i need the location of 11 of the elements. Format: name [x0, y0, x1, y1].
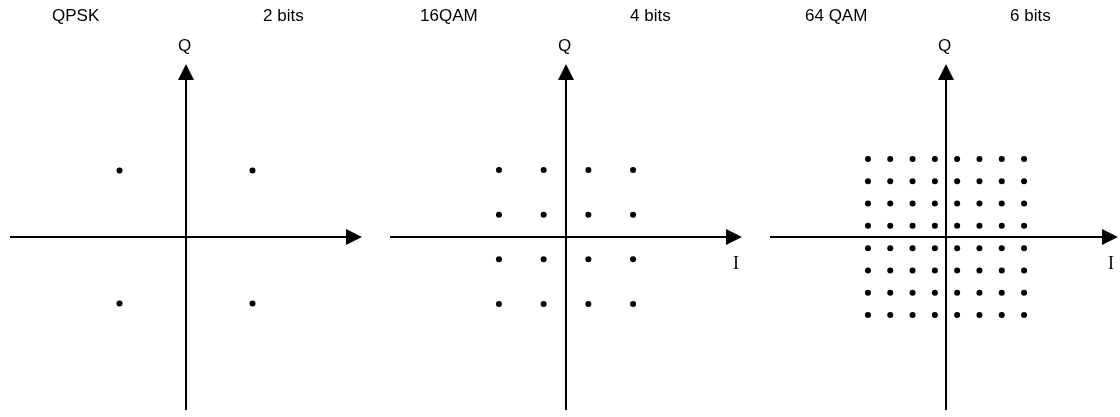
modulation-title: 64 QAM	[805, 6, 868, 26]
modulation-title: QPSK	[52, 6, 100, 26]
bits-label: 6 bits	[1010, 6, 1051, 26]
modulation-title: 16QAM	[420, 6, 478, 26]
axis-label: I	[1108, 253, 1114, 273]
bits-label: 4 bits	[630, 6, 671, 26]
axis-label: I	[733, 253, 739, 273]
axis-label: Q	[938, 36, 952, 56]
bits-label: 2 bits	[263, 6, 304, 26]
axis-label: Q	[558, 36, 572, 56]
axis-label: Q	[178, 36, 192, 56]
